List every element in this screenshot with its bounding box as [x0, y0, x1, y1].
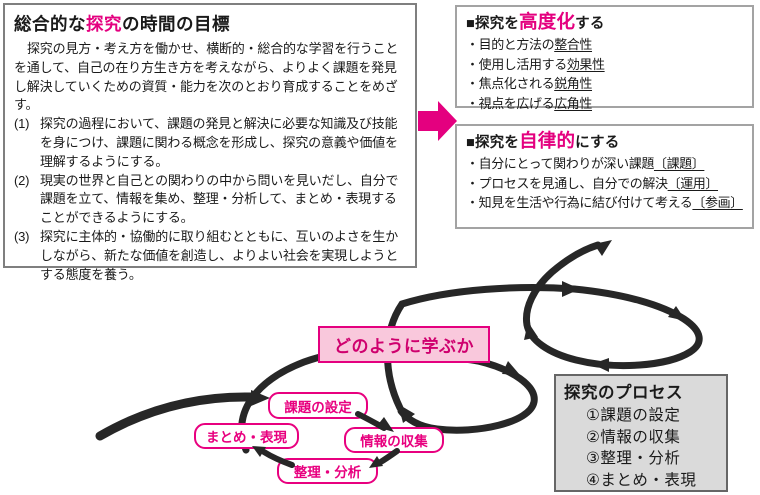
process-box: 探究のプロセス ①課題の設定 ②情報の収集 ③整理・分析 ④まとめ・表現	[554, 374, 728, 492]
upgrade-item-1-underline: 整合性	[554, 37, 593, 52]
spiral-rise-arc	[384, 284, 578, 412]
goal-item-3-text: 探究に主体的・協働的に取り組むとともに、互いのよさを生かしながら、新たな価値を創…	[40, 228, 399, 282]
goal-title-post: の時間の目標	[122, 14, 230, 34]
autonomy-title-highlight: 自律的	[519, 130, 576, 151]
arrowhead-spiral-exit	[594, 240, 612, 256]
process-box-title: 探究のプロセス	[564, 384, 683, 402]
upgrade-item-3: ・焦点化される鋭角性	[466, 74, 743, 94]
upgrade-box: ■探究を高度化する ・目的と方法の整合性 ・使用し活用する効果性 ・焦点化される…	[455, 5, 754, 111]
autonomy-item-1-text: ・自分にとって関わりが深い課題	[466, 156, 654, 171]
goal-title-highlight: 探究	[86, 14, 122, 34]
autonomy-title-pre: ■探究を	[466, 135, 520, 151]
cycle-step-2-label: 情報の収集	[360, 434, 428, 449]
goal-item-2: (2) 現実の世界と自己との関わりの中から問いを見いだし、自分で課題を立て、情報…	[14, 172, 406, 228]
upgrade-item-1: ・目的と方法の整合性	[466, 35, 743, 55]
pink-right-arrow	[418, 101, 457, 141]
autonomy-box-title: ■探究を自律的にする	[466, 130, 743, 154]
arrowhead-top-loop-bottom	[592, 358, 609, 372]
autonomy-item-1: ・自分にとって関わりが深い課題〔課題〕	[466, 154, 743, 174]
upgrade-item-3-underline: 鋭角性	[554, 76, 593, 91]
goal-item-2-number: (2)	[14, 172, 30, 188]
goal-item-2-text: 現実の世界と自己との関わりの中から問いを見いだし、自分で課題を立て、情報を集め、…	[40, 172, 399, 226]
cycle-step-1-label: 課題の設定	[284, 399, 352, 415]
cycle-step-4-label: まとめ・表現	[206, 430, 287, 445]
process-item-2: ②情報の収集	[586, 428, 681, 446]
arrowhead-top-loop-entry	[562, 281, 580, 297]
how-to-learn-banner-label: どのように学ぶか	[334, 337, 474, 356]
goal-item-1-number: (1)	[14, 116, 30, 132]
cycle-step-3-label: 整理・分析	[293, 465, 362, 480]
cycle-step-matome-hyogen: まとめ・表現	[194, 423, 299, 449]
upgrade-item-4: ・視点を広げる広角性	[466, 94, 743, 114]
upgrade-item-4-text: ・視点を広げる	[466, 95, 555, 111]
cycle-step-kadai-settei: 課題の設定	[268, 392, 368, 419]
autonomy-item-3-underline: 〔参画〕	[692, 195, 743, 210]
spiral-entry-arrow	[95, 392, 256, 441]
upgrade-item-3-text: ・焦点化される	[466, 76, 555, 91]
goal-title-pre: 総合的な	[14, 14, 86, 34]
goal-item-3-number: (3)	[14, 228, 30, 244]
goal-item-1: (1) 探究の過程において、課題の発見と解決に必要な知識及び技能を身につけ、課題…	[14, 115, 406, 171]
process-item-3: ③整理・分析	[586, 450, 681, 467]
upgrade-title-highlight: 高度化	[519, 11, 576, 32]
upgrade-item-2-underline: 効果性	[566, 56, 605, 72]
goal-intro-paragraph: 探究の見方・考え方を働かせ、横断的・総合的な学習を行うことを通して、自己の在り方…	[14, 41, 399, 113]
upgrade-item-4-underline: 広角性	[554, 95, 593, 111]
upgrade-item-2: ・使用し活用する効果性	[466, 55, 743, 75]
upgrade-box-title: ■探究を高度化する	[466, 11, 743, 35]
arrowhead-middle-loop-end	[398, 404, 415, 423]
autonomy-title-post: にする	[575, 135, 620, 151]
goal-box-title: 総合的な探究の時間の目標	[14, 11, 406, 36]
upgrade-title-post: する	[575, 16, 605, 32]
arrowhead-top-loop-left	[524, 322, 538, 340]
process-item-4: ④まとめ・表現	[586, 471, 697, 489]
arrowhead-entry	[251, 390, 270, 406]
autonomy-item-2-underline: 〔運用〕	[667, 175, 719, 191]
autonomy-item-3: ・知見を生活や行為に結び付けて考える〔参画〕	[466, 193, 743, 213]
upgrade-item-2-text: ・使用し活用する	[466, 56, 567, 72]
autonomy-item-1-underline: 〔課題〕	[653, 156, 705, 171]
upgrade-title-pre: ■探究を	[466, 16, 520, 32]
autonomy-item-2: ・プロセスを見通し、自分での解決〔運用〕	[466, 174, 743, 194]
goal-item-1-text: 探究の過程において、課題の発見と解決に必要な知識及び技能を身につけ、課題に関わる…	[40, 116, 398, 169]
goal-box: 総合的な探究の時間の目標 探究の見方・考え方を働かせ、横断的・総合的な学習を行う…	[3, 3, 417, 282]
autonomy-item-2-text: ・プロセスを見通し、自分での解決	[466, 175, 668, 191]
how-to-learn-banner: どのように学ぶか	[318, 326, 490, 363]
goal-item-3: (3) 探究に主体的・協働的に取り組むとともに、互いのよさを生かしながら、新たな…	[14, 228, 406, 284]
cycle-step-joho-shushu: 情報の収集	[344, 427, 444, 453]
arrowhead-middle-loop-right	[502, 361, 520, 375]
spiral-top-loop	[522, 241, 703, 370]
cycle-step-seiri-bunseki: 整理・分析	[277, 458, 378, 484]
autonomy-box: ■探究を自律的にする ・自分にとって関わりが深い課題〔課題〕 ・プロセスを見通し…	[455, 124, 754, 229]
process-item-1: ①課題の設定	[586, 407, 681, 424]
upgrade-item-1-text: ・目的と方法の	[466, 37, 555, 52]
autonomy-item-3-text: ・知見を生活や行為に結び付けて考える	[466, 195, 693, 210]
arrowhead-top-loop-right	[668, 306, 686, 321]
